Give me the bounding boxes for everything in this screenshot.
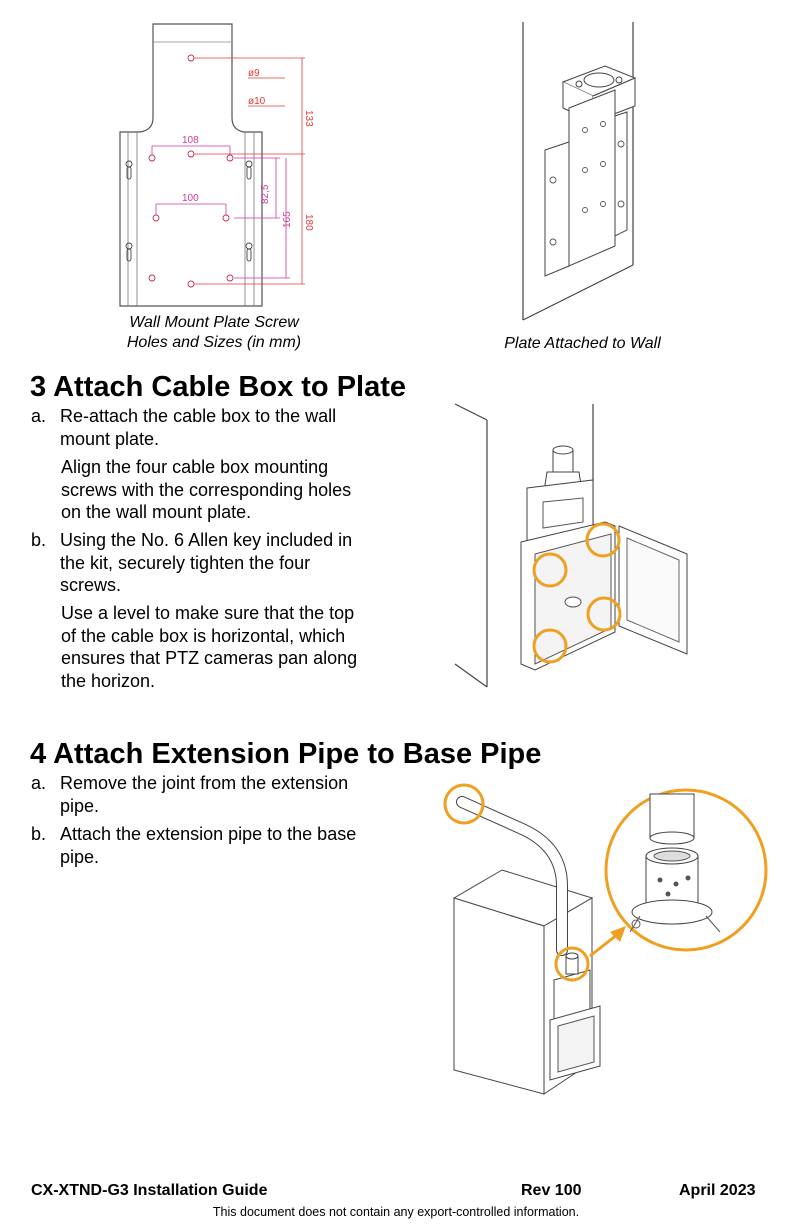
plate-dimension-figure: ø9 ø10 133 180 108 100 82,5 165 [110, 18, 320, 310]
step-3a: a. Re-attach the cable box to the wall m… [31, 405, 431, 450]
note-line: Align the four cable box mounting [61, 457, 329, 477]
note-line: on the wall mount plate. [61, 502, 252, 522]
note-line: ensures that PTZ cameras pan along [61, 648, 358, 668]
cable-box-drawing [454, 403, 688, 688]
step-3b: b. Using the No. 6 Allen key included in… [31, 529, 431, 597]
step-label: a. [31, 773, 47, 793]
step-label: b. [31, 530, 47, 550]
plate-on-wall-figure [495, 20, 645, 325]
step-4a: a. Remove the joint from the extension p… [31, 772, 431, 817]
dim-180-label: 180 [303, 214, 314, 231]
step-label: a. [31, 406, 47, 426]
caption-line: Wall Mount Plate Screw [129, 314, 299, 331]
step-text-line: Re-attach the cable box to the wall [60, 406, 337, 426]
step-text-line: pipe. [60, 795, 100, 816]
section-3-title: 3 Attach Cable Box to Plate [30, 371, 407, 403]
dim-165-label: 165 [282, 211, 293, 228]
step-text-line: Remove the joint from the extension [60, 773, 349, 793]
step-text-line: pipe. [60, 846, 100, 867]
note-line: Use a level to make sure that the top [61, 603, 355, 623]
step-4b: b. Attach the extension pipe to the base… [31, 823, 431, 868]
note-line: the horizon. [61, 670, 156, 691]
step-text-line: screws. [60, 575, 122, 595]
extension-pipe-figure [440, 780, 770, 1100]
dim-82-5-label: 82,5 [260, 184, 271, 204]
dim-108-label: 108 [182, 135, 199, 146]
extension-pipe-drawing [443, 783, 768, 1095]
note-line: of the cable box is horizontal, which [61, 625, 346, 646]
plate-on-wall-caption: Plate Attached to Wall [504, 335, 661, 352]
step-3a-note: Align the four cable box mounting screws… [61, 456, 431, 524]
plate-dimension-caption: Wall Mount Plate Screw Holes and Sizes (… [84, 313, 344, 353]
step-text-line: the kit, securely tighten the four [60, 552, 311, 573]
step-text-line: Using the No. 6 Allen key included in [60, 530, 353, 550]
step-label: b. [31, 824, 47, 844]
plate-on-wall-drawing [522, 22, 637, 321]
plate-dimension-drawing: ø9 ø10 133 180 108 100 82,5 165 [119, 23, 314, 307]
footer-disclaimer: This document does not contain any expor… [212, 1205, 580, 1219]
caption-line: Holes and Sizes (in mm) [126, 334, 302, 351]
footer-doc-title: CX-XTND-G3 Installation Guide [31, 1182, 268, 1199]
step-3b-note: Use a level to make sure that the top of… [61, 602, 431, 692]
footer-revision: Rev 100 [521, 1182, 582, 1199]
step-text-line: Attach the extension pipe to the base [60, 824, 357, 844]
note-line: screws with the corresponding holes [61, 479, 352, 500]
dim-100-label: 100 [182, 193, 199, 204]
dim-d10-label: ø10 [248, 96, 266, 107]
cable-box-figure [454, 402, 700, 694]
section-4-title: 4 Attach Extension Pipe to Base Pipe [30, 738, 542, 770]
dim-133-label: 133 [303, 110, 314, 127]
footer-date: April 2023 [679, 1182, 756, 1199]
dim-d9-label: ø9 [248, 68, 260, 79]
step-text-line: mount plate. [60, 428, 160, 449]
